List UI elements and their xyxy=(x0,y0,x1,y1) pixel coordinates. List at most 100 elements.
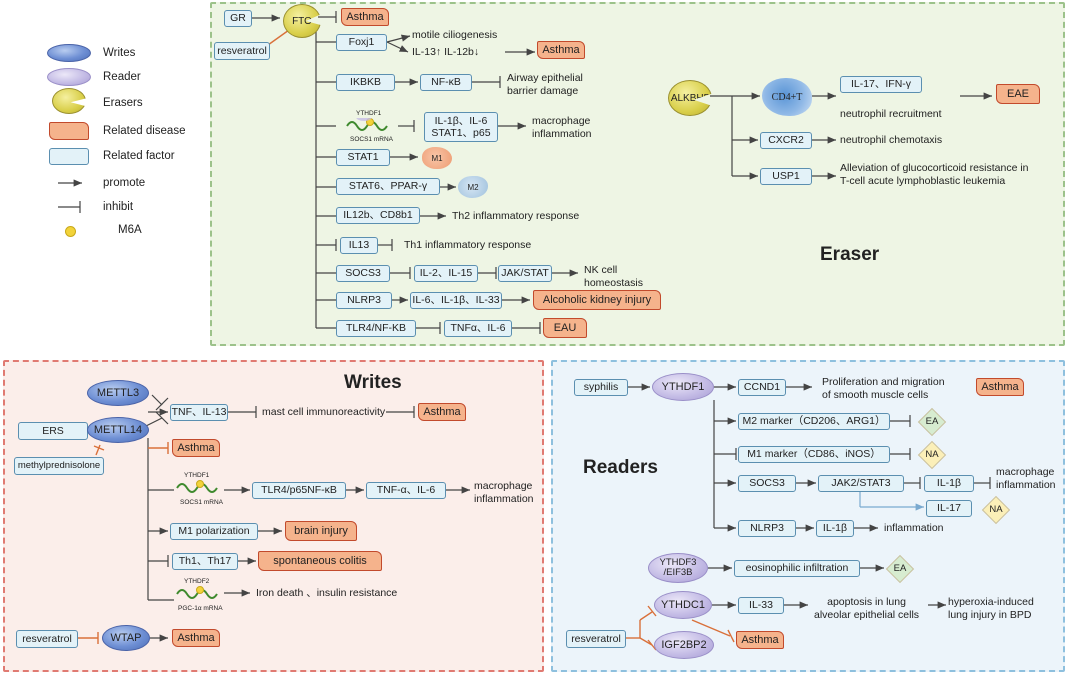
writes-title: Writes xyxy=(344,372,402,393)
il17-box-readers: IL-17 xyxy=(926,500,972,517)
jak2-stat3-box: JAK2/STAT3 xyxy=(818,475,904,492)
asthma-foxj1: Asthma xyxy=(537,41,585,59)
socs3-box-eraser: SOCS3 xyxy=(336,265,390,282)
tlr4-p65-box: TLR4/p65NF-κB xyxy=(252,482,346,499)
eraser-panel xyxy=(210,2,1065,346)
hyperoxia-text: hyperoxia-induced lung injury in BPD xyxy=(948,596,1034,621)
macrophage-inflammation-readers: macrophage inflammation xyxy=(996,466,1056,491)
ythdf2-label: YTHDF2 xyxy=(184,578,210,585)
th1-th17-box: Th1、Th17 xyxy=(172,553,238,570)
m2-marker-box: M2 marker（CD206、ARG1） xyxy=(738,413,890,430)
macrophage-inflammation-writes: macrophage inflammation xyxy=(474,480,534,505)
ythdf3-eif3b-reader: YTHDF3 /EIF3B xyxy=(648,553,708,583)
asthma-top: Asthma xyxy=(341,8,389,26)
resveratrol-writes: resveratrol xyxy=(16,630,78,648)
mettl14-writer: METTL14 xyxy=(87,417,149,443)
il1b-il6-stat1-box: IL-1β、IL-6 STAT1、p65 xyxy=(424,112,498,142)
tnfa-il6-box-eraser: TNFα、IL-6 xyxy=(444,320,512,337)
proliferation-text: Proliferation and migration of smooth mu… xyxy=(822,376,945,401)
brain-injury: brain injury xyxy=(285,521,357,541)
eae-disease: EAE xyxy=(996,84,1040,104)
socs3-box-readers: SOCS3 xyxy=(738,475,796,492)
legend-promote: promote xyxy=(103,177,146,189)
cxcr2-box: CXCR2 xyxy=(760,132,812,149)
ythdf1-label-eraser: YTHDF1 xyxy=(356,110,382,117)
syphilis-box: syphilis xyxy=(574,379,628,396)
tlr4-nfkb-box: TLR4/NF-KB xyxy=(336,320,416,337)
m1-label: M1 xyxy=(431,153,443,163)
neutrophil-chemotaxis: neutrophil chemotaxis xyxy=(840,134,943,146)
m1-polarization-box: M1 polarization xyxy=(170,523,258,540)
m1-marker-box: M1 marker（CD86、iNOS） xyxy=(738,446,890,463)
asthma-writes-a: Asthma xyxy=(418,403,466,421)
mast-cell-text: mast cell immunoreactivity xyxy=(262,406,386,418)
asthma-readers-a: Asthma xyxy=(976,378,1024,396)
gr-box: GR xyxy=(224,10,252,27)
mrna-icon-writes xyxy=(176,480,218,493)
foxj1-box: Foxj1 xyxy=(336,34,387,51)
nfkb-box: NF-κB xyxy=(420,74,472,91)
pgc-mrna: PGC-1α mRNA xyxy=(178,605,223,612)
stat6-box: STAT6、PPAR-γ xyxy=(336,178,440,195)
igf2bp2-reader: IGF2BP2 xyxy=(654,631,714,659)
reader-legend-icon xyxy=(47,68,91,86)
tnf-il13-box: TNF、IL-13 xyxy=(170,404,228,421)
socs1-mrna-eraser: SOCS1 mRNA xyxy=(350,136,393,143)
th1-text: Th1 inflammatory response xyxy=(404,239,532,251)
readers-title: Readers xyxy=(583,457,658,478)
motile-text: motile ciliogenesis xyxy=(412,29,498,41)
apoptosis-text: apoptosis in lung alveolar epithelial ce… xyxy=(814,596,920,621)
usp1-box: USP1 xyxy=(760,168,812,185)
legend-erasers: Erasers xyxy=(103,97,143,109)
spontaneous-colitis: spontaneous colitis xyxy=(258,551,382,571)
factor-legend-icon xyxy=(49,148,89,165)
eosinophilic-box: eosinophilic infiltration xyxy=(734,560,860,577)
ythdf1-reader: YTHDF1 xyxy=(652,373,714,401)
inflammation-text: inflammation xyxy=(884,522,944,534)
mrna-icon-pgc xyxy=(176,586,218,599)
legend-m6a: M6A xyxy=(118,224,142,236)
airway-text: Airway epithelial barrier damage xyxy=(507,72,583,97)
eraser-title: Eraser xyxy=(820,244,880,265)
il13-box-eraser: IL13 xyxy=(340,237,378,254)
na-label-1: NA xyxy=(925,449,939,460)
disease-legend-icon xyxy=(49,122,89,140)
cd4t-label: CD4+T xyxy=(771,91,803,103)
legend-writes: Writes xyxy=(103,47,136,59)
il1b-box-readers-b: IL-1β xyxy=(816,520,854,537)
nlrp3-box-readers: NLRP3 xyxy=(738,520,796,537)
mrna-icon-eraser xyxy=(346,118,388,131)
legend-inhibit: inhibit xyxy=(103,201,134,213)
neutrophil-recruitment: neutrophil recruitment xyxy=(840,108,942,120)
il6-il1b-il33-box: IL-6、IL-1β、IL-33 xyxy=(410,292,502,309)
jakstat-box: JAK/STAT xyxy=(498,265,552,282)
ikbkb-box: IKBKB xyxy=(336,74,395,91)
asthma-writes-c: Asthma xyxy=(172,629,220,647)
resveratrol-eraser: resveratrol xyxy=(214,42,270,60)
iron-death-text: Iron death 、insulin resistance xyxy=(256,587,398,599)
il33-box: IL-33 xyxy=(738,597,784,614)
alcoholic-kidney-injury: Alcoholic kidney injury xyxy=(533,290,661,310)
legend-reader: Reader xyxy=(103,71,141,83)
il2-il15-box: IL-2、IL-15 xyxy=(414,265,478,282)
resveratrol-readers: resveratrol xyxy=(566,630,626,648)
mettl3-writer: METTL3 xyxy=(87,380,149,406)
asthma-readers-b: Asthma xyxy=(736,631,784,649)
m2-cell-icon: M2 xyxy=(458,176,488,198)
il1b-box-readers-a: IL-1β xyxy=(924,475,974,492)
na-label-2: NA xyxy=(989,504,1003,515)
nk-text: NK cell homeostasis xyxy=(584,264,643,289)
ccnd1-box: CCND1 xyxy=(738,379,786,396)
m1-cell-icon: M1 xyxy=(422,147,452,169)
legend-related-disease: Related disease xyxy=(103,125,186,137)
ea-label-1: EA xyxy=(925,416,939,427)
ythdc1-reader: YTHDC1 xyxy=(654,591,712,619)
eau-disease: EAU xyxy=(543,318,587,338)
m2-label: M2 xyxy=(467,182,479,192)
il17-ifn-box: IL-17、IFN-γ xyxy=(840,76,922,93)
il12b-cd8b1-box: IL12b、CD8b1 xyxy=(336,207,420,224)
macrophage-inflammation-eraser: macrophage inflammation xyxy=(532,115,592,140)
stat1-box: STAT1 xyxy=(336,149,390,166)
wtap-writer: WTAP xyxy=(102,625,150,651)
